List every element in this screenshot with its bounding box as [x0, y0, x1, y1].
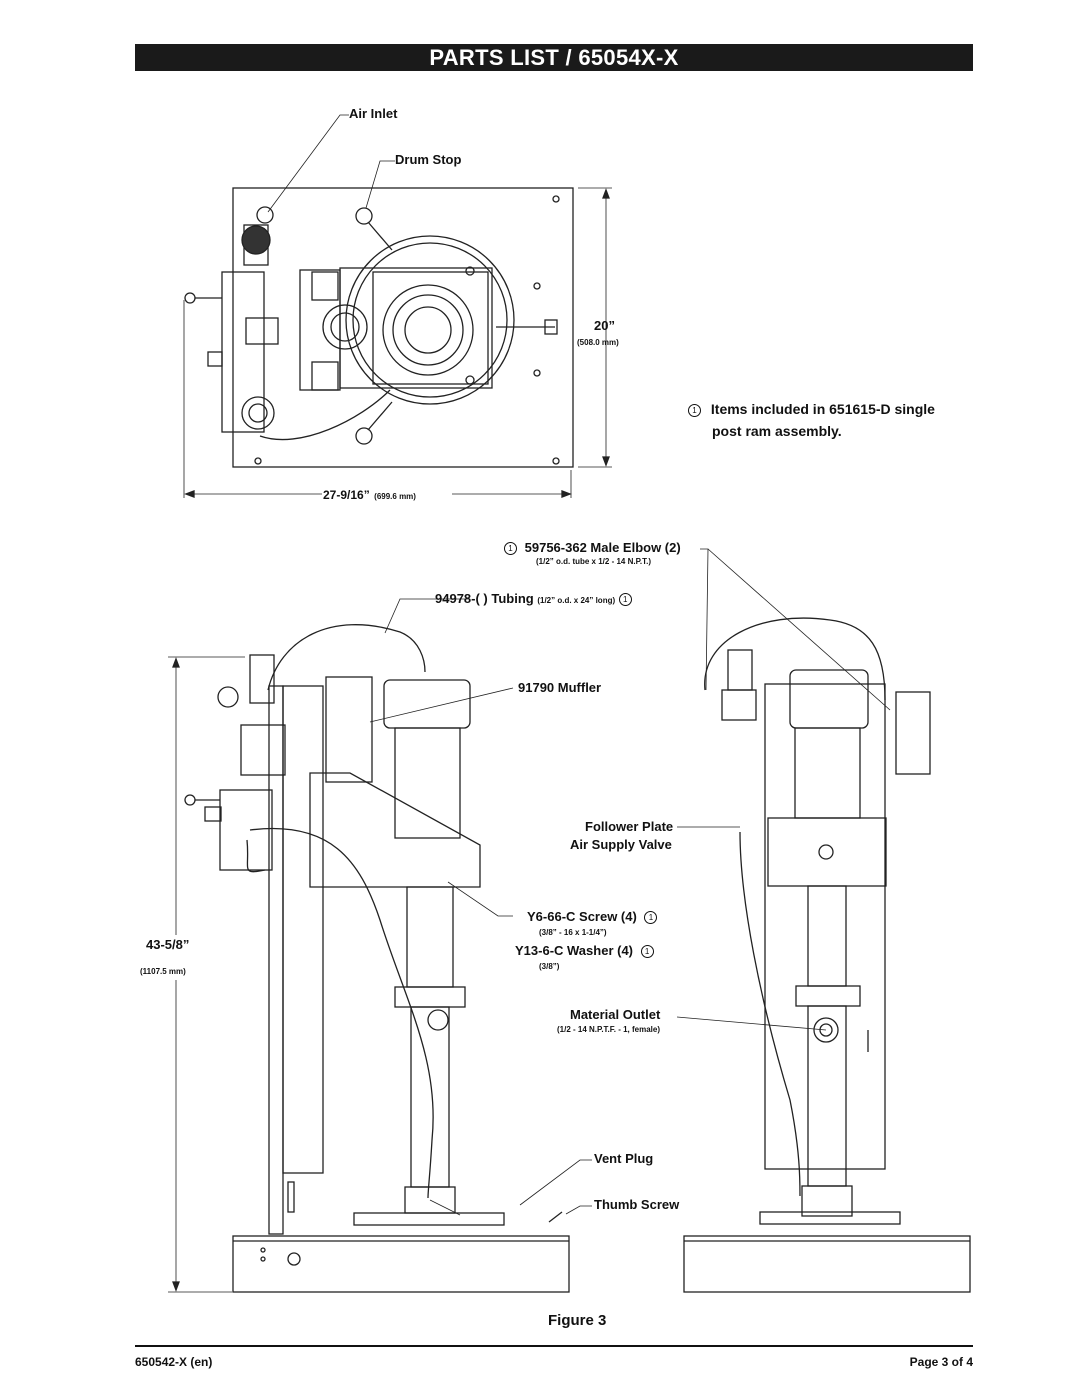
side-view-right	[683, 617, 971, 1293]
screw-spec: (3/8” - 16 x 1-1/4”)	[539, 928, 607, 937]
figure-caption: Figure 3	[548, 1312, 607, 1329]
side-view-left	[184, 624, 570, 1293]
height-dimension-mm: (508.0 mm)	[577, 338, 619, 347]
washer-label: Y13-6-C Washer (4)	[515, 943, 633, 958]
screw-callout: Y6-66-C Screw (4) 1	[527, 909, 658, 924]
page-number: Page 3 of 4	[909, 1355, 973, 1369]
follower-plate-label: Follower Plate	[585, 819, 674, 834]
note-line-2: post ram assembly.	[712, 423, 842, 439]
header-bar: PARTS LIST / 65054X-X	[135, 44, 973, 71]
page-title: PARTS LIST / 65054X-X	[429, 45, 679, 70]
side-height-dimension: 43-5/8”	[146, 937, 190, 952]
tubing-label: 94978-( ) Tubing	[435, 591, 534, 606]
washer-spec: (3/8”)	[539, 962, 560, 971]
material-outlet-spec: (1/2 - 14 N.P.T.F. - 1, female)	[557, 1025, 661, 1034]
note-line-1: Items included in 651615-D single	[710, 401, 935, 417]
drum-stop-label: Drum Stop	[395, 152, 462, 167]
male-elbow-callout: 1 59756-362 Male Elbow (2)	[504, 540, 681, 555]
screw-label: Y6-66-C Screw (4)	[527, 909, 637, 924]
tubing-callout: 94978-( ) Tubing (1/2” o.d. x 24” long) …	[435, 591, 632, 606]
height-dimension: 20”	[594, 318, 615, 333]
male-elbow-spec: (1/2” o.d. tube x 1/2 - 14 N.P.T.)	[536, 557, 651, 566]
vent-plug-label: Vent Plug	[594, 1151, 654, 1166]
side-height-dimension-mm: (1107.5 mm)	[140, 967, 186, 976]
thumb-screw-label: Thumb Screw	[594, 1197, 680, 1212]
note-marker-icon: 1	[688, 404, 701, 417]
marker-1-icon: 1	[504, 542, 517, 555]
air-inlet-label: Air Inlet	[349, 106, 398, 121]
muffler-label: 91790 Muffler	[518, 680, 602, 695]
male-elbow-label: 59756-362 Male Elbow (2)	[524, 540, 681, 555]
top-view-drawing	[183, 187, 612, 498]
width-dimension-value: 27-9/16”	[323, 488, 370, 502]
tubing-spec: (1/2” o.d. x 24” long)	[537, 596, 616, 605]
air-supply-valve-label: Air Supply Valve	[570, 837, 672, 852]
marker-1-icon: 1	[618, 593, 632, 606]
assembly-note: 1 Items included in 651615-D single post…	[688, 398, 935, 442]
marker-1-icon: 1	[640, 945, 654, 958]
marker-1-icon: 1	[644, 911, 658, 924]
document-number: 650542-X (en)	[135, 1355, 213, 1369]
washer-callout: Y13-6-C Washer (4) 1	[515, 943, 654, 958]
footer-rule	[135, 1345, 973, 1347]
width-dimension-mm: (699.6 mm)	[374, 492, 416, 501]
material-outlet-label: Material Outlet	[570, 1007, 661, 1022]
width-dimension: 27-9/16” (699.6 mm)	[323, 486, 416, 504]
